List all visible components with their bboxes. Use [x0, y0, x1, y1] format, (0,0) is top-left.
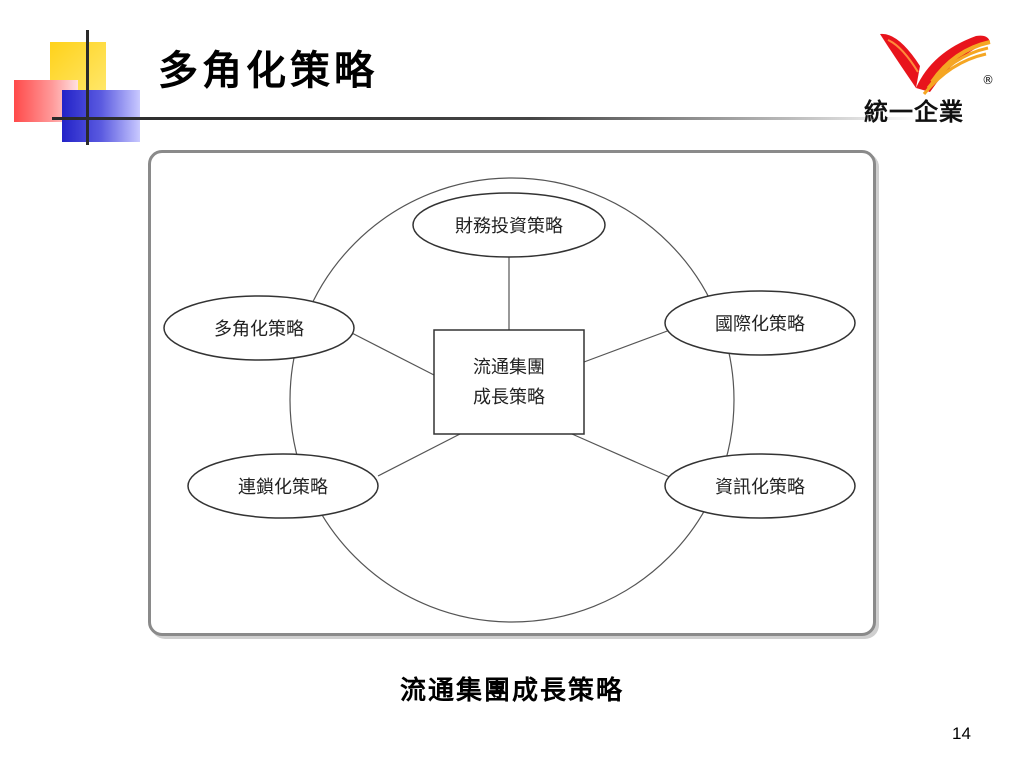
node-information-label: 資訊化策略: [715, 477, 805, 498]
connector-chain: [377, 433, 461, 477]
center-label-line2: 成長策略: [473, 387, 545, 408]
node-diversification: 多角化策略: [163, 295, 355, 361]
node-diversification-label: 多角化策略: [214, 319, 304, 340]
center-label-line1: 流通集團: [473, 357, 545, 378]
slide-title: 多角化策略: [158, 47, 378, 94]
page-number: 14: [952, 724, 971, 743]
node-chain: 連鎖化策略: [187, 453, 379, 519]
node-international-label: 國際化策略: [715, 314, 805, 335]
center-box: [433, 329, 585, 435]
title-underline: [52, 117, 920, 120]
node-information: 資訊化策略: [664, 453, 856, 519]
registered-mark: ®: [982, 73, 994, 87]
corner-deco-vertical-line: [86, 30, 89, 145]
company-logo-text: 統一企業: [864, 98, 964, 126]
diagram-caption: 流通集團成長策略: [399, 676, 624, 706]
company-logo-icon: ®: [880, 33, 994, 95]
outer-circle: [289, 177, 735, 623]
node-financial: 財務投資策略: [412, 192, 606, 258]
connector-diversification: [345, 329, 435, 376]
node-chain-label: 連鎖化策略: [238, 477, 328, 498]
node-international: 國際化策略: [664, 290, 856, 356]
node-financial-label: 財務投資策略: [455, 216, 563, 237]
connector-international: [583, 329, 671, 363]
corner-deco-blue: [62, 90, 140, 142]
connector-information: [571, 433, 673, 479]
